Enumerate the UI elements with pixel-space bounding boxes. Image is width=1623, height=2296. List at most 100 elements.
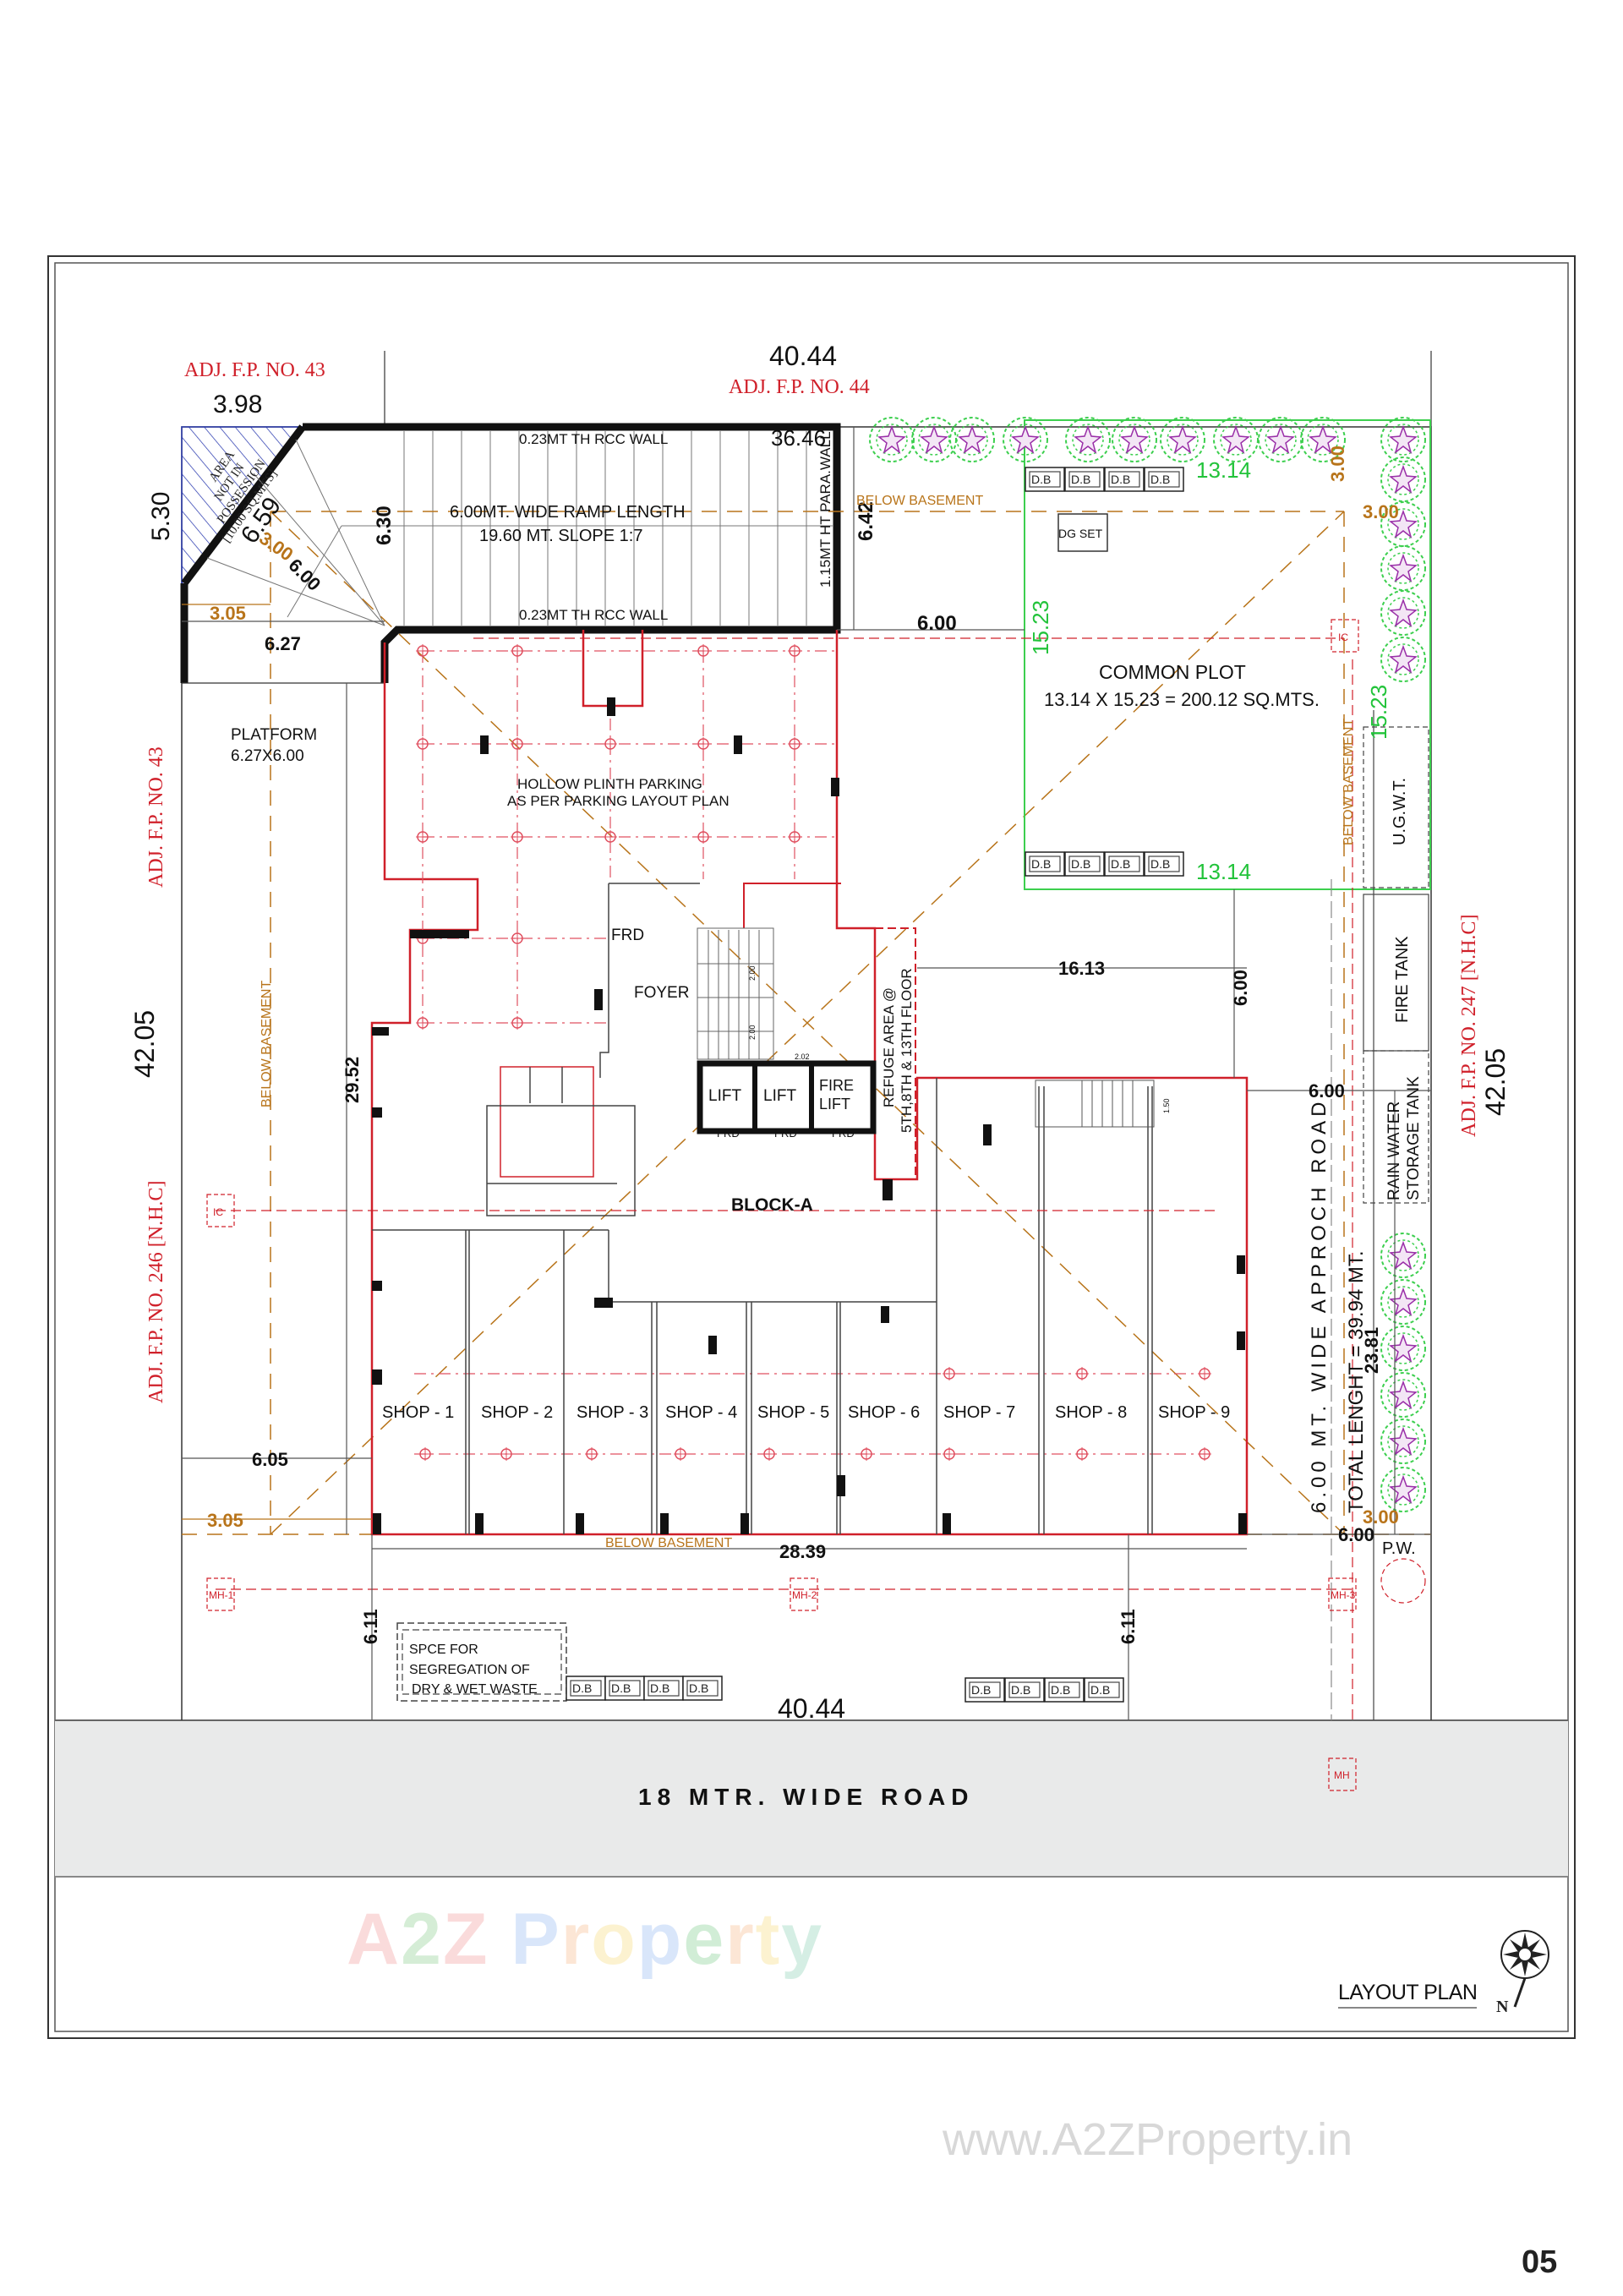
fire-tank-label: FIRE TANK bbox=[1393, 936, 1412, 1023]
stair-dim-1: 2.00 bbox=[748, 965, 757, 981]
adjacent-plot-top: ADJ. F.P. NO. 44 bbox=[729, 376, 870, 398]
platform-size: 6.27X6.00 bbox=[231, 747, 304, 765]
below-basement-label-bottom: BELOW BASEMENT bbox=[605, 1536, 732, 1550]
common-plot-height-right: 15.23 bbox=[1366, 685, 1391, 740]
north-compass-icon bbox=[1500, 1930, 1549, 2008]
waste-label-line3: DRY & WET WASTE bbox=[412, 1682, 538, 1697]
shop-8-label: SHOP - 8 bbox=[1055, 1403, 1127, 1422]
manhole-3-label: MH-3 bbox=[1331, 1589, 1356, 1601]
rain-tank-label-line2: STORAGE TANK bbox=[1405, 1076, 1423, 1200]
adjacent-plot-right: ADJ. F.P. NO. 247 [N.H.C] bbox=[1458, 915, 1480, 1137]
refuge-label-line1: REFUGE AREA @ bbox=[881, 987, 897, 1107]
rear-stair bbox=[1035, 1080, 1155, 1128]
approach-road-label: 6.00 MT. WIDE APPROCH ROAD bbox=[1308, 1098, 1331, 1513]
ramp-length-dim: 36.46 bbox=[771, 425, 826, 451]
manhole-2-label: MH-2 bbox=[792, 1589, 817, 1601]
svg-text:D.B: D.B bbox=[1071, 857, 1090, 871]
shop-4-label: SHOP - 4 bbox=[665, 1403, 737, 1422]
plot-dim-bottom: 40.44 bbox=[778, 1693, 845, 1724]
waste-label-line2: SEGREGATION OF bbox=[409, 1663, 530, 1677]
dg-set-label: DG SET bbox=[1058, 527, 1103, 540]
building-depth-dim: 29.52 bbox=[342, 1057, 363, 1103]
ramp-offset-dim: 6.42 bbox=[855, 501, 877, 541]
plot-dim-top: 40.44 bbox=[769, 341, 837, 371]
sheet-title: LAYOUT PLAN bbox=[1338, 1981, 1478, 2009]
ramp-para-wall-label: 1.15MT HT PARA.WALL bbox=[817, 431, 833, 588]
rain-tank-label-line1: RAIN WATER bbox=[1385, 1102, 1403, 1200]
shop-9-label: SHOP - 9 bbox=[1158, 1403, 1230, 1422]
corner-dim-orange-305: 3.05 bbox=[210, 603, 246, 624]
right-vertical-dim: 23.81 bbox=[1361, 1327, 1382, 1374]
ramp-wall-top-label: 0.23MT TH RCC WALL bbox=[519, 431, 668, 447]
stair-dim-3: 2.02 bbox=[795, 1052, 810, 1061]
manhole-road-label: MH bbox=[1334, 1769, 1350, 1781]
block-a-label: BLOCK-A bbox=[731, 1195, 813, 1215]
ic-label-right: IC bbox=[1338, 631, 1348, 643]
building-front-dim: 28.39 bbox=[779, 1541, 826, 1562]
corner-dim-627: 6.27 bbox=[265, 633, 301, 654]
front-setback-right-dim: 6.11 bbox=[1118, 1609, 1139, 1644]
shop-partitions bbox=[372, 1078, 1153, 1534]
structural-columns bbox=[372, 697, 1247, 1534]
rear-stair-dim: 1.50 bbox=[1162, 1098, 1171, 1113]
shop-2-label: SHOP - 2 bbox=[481, 1403, 553, 1422]
foyer-label: FOYER bbox=[634, 984, 689, 1002]
front-setback-left-dim: 6.11 bbox=[360, 1609, 381, 1644]
svg-text:D.B: D.B bbox=[1051, 1683, 1070, 1697]
toilet-block bbox=[486, 1066, 636, 1216]
ugwt-label: U.G.W.T. bbox=[1391, 778, 1409, 845]
shop-7-label: SHOP - 7 bbox=[943, 1403, 1015, 1422]
parking-label-line2: AS PER PARKING LAYOUT PLAN bbox=[507, 793, 730, 809]
rear-gap-v-dim: 6.00 bbox=[1230, 970, 1251, 1006]
waste-label-line1: SPCE FOR bbox=[409, 1643, 478, 1657]
ramp-setback-dim: 6.00 bbox=[917, 612, 957, 635]
left-setback-dim: 6.05 bbox=[252, 1449, 288, 1470]
approach-road-length: TOTAL LENGHT = 39.94 MT. bbox=[1345, 1250, 1368, 1513]
page-number: 05 bbox=[1522, 2244, 1558, 2280]
common-plot-title: COMMON PLOT bbox=[1099, 661, 1246, 683]
common-plot-formula: 13.14 X 15.23 = 200.12 SQ.MTS. bbox=[1044, 689, 1320, 710]
below-basement-label-right: BELOW BASEMENT bbox=[1342, 719, 1356, 845]
main-road bbox=[55, 1720, 1568, 1877]
svg-text:D.B: D.B bbox=[1031, 473, 1051, 486]
plot-dim-top-left-height: 5.30 bbox=[147, 492, 175, 541]
left-orange-dim: 3.05 bbox=[207, 1510, 243, 1531]
svg-text:D.B: D.B bbox=[1011, 1683, 1030, 1697]
fire-lift-door: FRD bbox=[832, 1127, 855, 1140]
platform-label: PLATFORM bbox=[231, 726, 317, 744]
common-plot-height-left: 15.23 bbox=[1028, 600, 1053, 655]
ramp-label-line2: 19.60 MT. SLOPE 1:7 bbox=[479, 527, 642, 545]
pw-label: P.W. bbox=[1382, 1539, 1416, 1558]
right-orange-dim: 3.00 bbox=[1363, 1506, 1399, 1528]
common-plot-orange-h: 3.00 bbox=[1363, 501, 1399, 522]
adjacent-plot-left-upper: ADJ. F.P. NO. 43 bbox=[145, 746, 167, 888]
lift-core bbox=[697, 1060, 877, 1134]
svg-text:D.B: D.B bbox=[689, 1681, 708, 1695]
plot-dim-right: 42.05 bbox=[1480, 1048, 1511, 1116]
stair-core bbox=[697, 927, 774, 1060]
corner-dim-6: 6.00 bbox=[284, 555, 325, 595]
svg-text:D.B: D.B bbox=[1150, 857, 1170, 871]
lift-2-label: LIFT bbox=[763, 1087, 796, 1105]
rear-gap-dim: 16.13 bbox=[1058, 958, 1105, 979]
tank-strip bbox=[1363, 710, 1429, 1720]
frd-top-label: FRD bbox=[611, 927, 644, 944]
svg-text:D.B: D.B bbox=[1111, 473, 1130, 486]
common-plot-orange-v: 3.00 bbox=[1327, 446, 1348, 482]
adjacent-plot-left-lower: ADJ. F.P. NO. 246 [N.H.C] bbox=[145, 1181, 167, 1403]
adjacent-plot-top-left: ADJ. F.P. NO. 43 bbox=[184, 359, 325, 381]
common-plot-width-top: 13.14 bbox=[1196, 457, 1251, 483]
svg-text:D.B: D.B bbox=[650, 1681, 669, 1695]
watermark-url: www.A2ZProperty.in bbox=[943, 2114, 1353, 2165]
north-label: N bbox=[1496, 1998, 1509, 2016]
svg-text:D.B: D.B bbox=[1071, 473, 1090, 486]
shop-6-label: SHOP - 6 bbox=[848, 1403, 920, 1422]
watermark-logo: A2Z Property bbox=[347, 1899, 824, 1980]
svg-text:D.B: D.B bbox=[1111, 857, 1130, 871]
dimension-lines bbox=[182, 427, 1431, 1720]
fire-lift-label: FIRE bbox=[819, 1077, 854, 1094]
lift-2-door: FRD bbox=[774, 1127, 797, 1140]
shop-labels: SHOP - 1 SHOP - 2 SHOP - 3 SHOP - 4 SHOP… bbox=[382, 1403, 1230, 1422]
ic-label-left: IC bbox=[213, 1206, 223, 1218]
